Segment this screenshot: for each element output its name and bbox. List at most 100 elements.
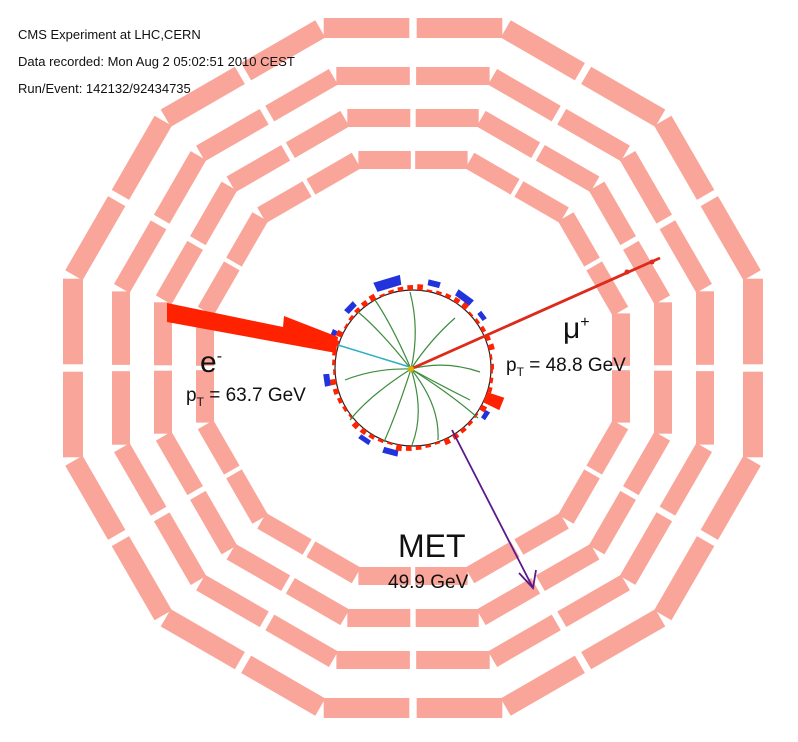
muon-chamber-slab xyxy=(226,145,291,193)
muon-chamber-slab xyxy=(323,698,410,718)
muon-chamber-slab xyxy=(416,651,490,669)
muon-chamber-slab xyxy=(465,541,520,584)
electron-pt-label: pT = 63.7 GeV xyxy=(186,385,306,409)
run-event-label: Run/Event: 142132/92434735 xyxy=(18,81,191,96)
muon-hit xyxy=(624,269,630,275)
muon-chamber-slab xyxy=(111,536,172,621)
met-value-label: 49.9 GeV xyxy=(388,572,469,593)
muon-chamber-slab xyxy=(476,110,541,158)
muon-chamber-slab xyxy=(323,18,410,38)
calorimeter-cell xyxy=(467,420,474,427)
muon-chamber-slab xyxy=(347,609,411,627)
muon-pt-label: pT = 48.8 GeV xyxy=(506,355,626,379)
inner-track xyxy=(357,311,412,370)
calorimeter-cell xyxy=(479,404,488,413)
muon-chamber-slab xyxy=(190,490,238,555)
calorimeter-cell xyxy=(351,421,360,430)
electron-pt-sub: T xyxy=(196,394,204,409)
calorimeter-cell xyxy=(483,392,505,411)
met-label: MET xyxy=(398,528,466,564)
muon-chamber-slab xyxy=(197,261,240,316)
calorimeter-cell xyxy=(377,438,384,444)
met-arrow-line xyxy=(451,429,533,587)
inner-track xyxy=(349,368,412,421)
calorimeter-cell xyxy=(332,359,336,366)
muon-chamber-slab xyxy=(612,370,630,423)
muon-chamber-slab xyxy=(257,513,312,555)
calorimeter-cell xyxy=(481,410,491,421)
muon-chamber-slab xyxy=(358,151,411,169)
primary-vertex xyxy=(408,366,414,372)
calorimeter-cell xyxy=(323,373,331,387)
calorimeter-cell xyxy=(405,445,412,451)
muon-chamber-slab xyxy=(154,370,172,434)
muon-pt-sub: T xyxy=(516,364,524,379)
muon-chamber-slab xyxy=(581,609,666,670)
muon-chamber-slab xyxy=(619,151,673,224)
calorimeter-cell xyxy=(359,427,368,436)
muon-chamber-slab xyxy=(112,371,130,445)
electron-pt-prefix: p xyxy=(186,385,197,406)
muon-chamber-slab xyxy=(654,302,672,366)
muon-chamber-slab xyxy=(285,578,350,626)
muon-chamber-slab xyxy=(358,567,411,585)
calorimeter-cell xyxy=(368,293,377,302)
muon-chamber-slab xyxy=(743,278,763,365)
muon-chamber-slab xyxy=(63,371,83,458)
muon-chamber-slab xyxy=(514,181,569,223)
calorimeter-cell xyxy=(474,318,481,325)
muon-chamber-slab xyxy=(476,578,541,626)
muon-chamber-slab xyxy=(114,443,167,516)
muon-chamber-slab xyxy=(415,109,479,127)
muon-chamber-slab xyxy=(241,655,326,716)
calorimeter-cell xyxy=(388,289,395,294)
calorimeter-cell xyxy=(417,284,424,291)
muon-chamber-slab xyxy=(558,212,600,267)
muon-chamber-slab xyxy=(347,109,411,127)
muon-chamber-slab xyxy=(155,431,203,496)
calorimeter-cell xyxy=(332,388,340,395)
muon-chamber-slab xyxy=(581,66,666,127)
calorimeter-cell xyxy=(444,293,452,300)
muon-chamber-slab xyxy=(153,151,207,224)
muon-chamber-slab xyxy=(160,66,245,127)
muon-chamber-slab xyxy=(153,512,207,585)
muon-chamber-slab xyxy=(415,151,468,169)
muon-chamber-slab xyxy=(619,512,673,585)
electron-energy-deposit xyxy=(167,303,338,353)
muon-chamber-slab xyxy=(336,67,410,85)
muon-chamber-slab xyxy=(465,152,520,195)
muon-chamber-slab xyxy=(257,181,312,223)
calorimeter-cell xyxy=(426,289,433,293)
inner-track xyxy=(410,368,479,419)
muon-chamber-slab xyxy=(63,278,83,365)
muon-chamber-slab xyxy=(416,18,503,38)
calorimeter-cell xyxy=(487,386,493,394)
electron-symbol: e xyxy=(200,346,217,379)
muon-hit xyxy=(649,259,655,265)
muon-chamber-slab xyxy=(743,371,763,458)
calorimeter-cell xyxy=(387,441,393,446)
inner-track xyxy=(410,368,471,401)
muon-chamber-slab xyxy=(415,567,468,585)
muon-chamber-slab xyxy=(586,261,629,316)
muon-chamber-slab xyxy=(416,698,503,718)
muon-chamber-slab xyxy=(558,469,600,524)
muon-chamber-slab xyxy=(488,69,561,122)
muon-chamber-slab xyxy=(226,469,268,524)
muon-label: μ+ xyxy=(563,312,590,346)
muon-chamber-slab xyxy=(65,196,126,281)
inner-track xyxy=(409,291,416,370)
calorimeter-cell xyxy=(434,441,441,445)
calorimeter-cell xyxy=(354,307,361,314)
electron-pt-value: = 63.7 GeV xyxy=(203,385,306,406)
calorimeter-cell xyxy=(459,426,467,434)
calorimeter-cell xyxy=(443,437,452,446)
inner-track xyxy=(383,368,412,443)
inner-track xyxy=(410,368,439,441)
calorimeter-cell xyxy=(342,405,348,413)
calorimeter-cell xyxy=(407,285,413,291)
muon-chamber-slab xyxy=(654,115,715,200)
